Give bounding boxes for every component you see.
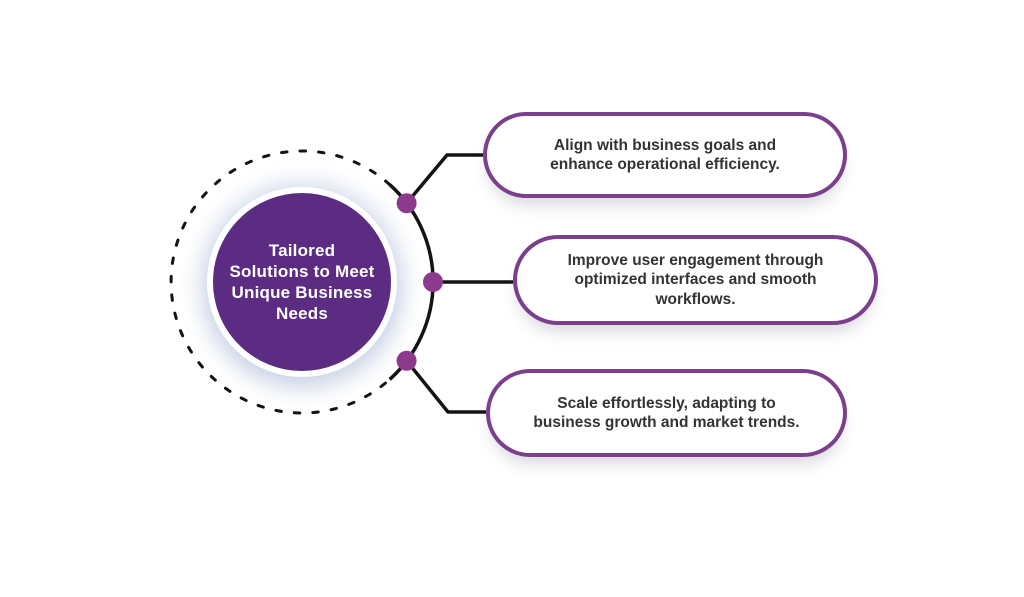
callout-user-engagement: Improve user engagement through optimize… <box>513 235 878 325</box>
central-topic-line: Tailored <box>268 241 336 260</box>
node-dot-top <box>396 193 417 214</box>
callout-text: Scale effortlessly, adapting to business… <box>533 394 800 432</box>
callout-scalability: Scale effortlessly, adapting to business… <box>486 369 847 457</box>
node-dot-middle <box>423 272 443 292</box>
connector-line-top <box>405 153 483 205</box>
dashed-orbit-circle <box>169 149 392 415</box>
connector-line-bottom <box>405 359 486 414</box>
central-topic-line: Unique Business <box>231 283 373 302</box>
callout-text: Improve user engagement through optimize… <box>567 251 824 308</box>
central-topic-line: Solutions to Meet <box>229 262 375 281</box>
callout-align-business-goals: Align with business goals and enhance op… <box>483 112 847 198</box>
node-dot-bottom <box>396 350 417 371</box>
callout-text: Align with business goals and enhance op… <box>550 136 780 174</box>
central-topic-line: Needs <box>275 304 329 323</box>
central-topic-circle: Tailored Solutions to Meet Unique Busine… <box>207 187 397 377</box>
